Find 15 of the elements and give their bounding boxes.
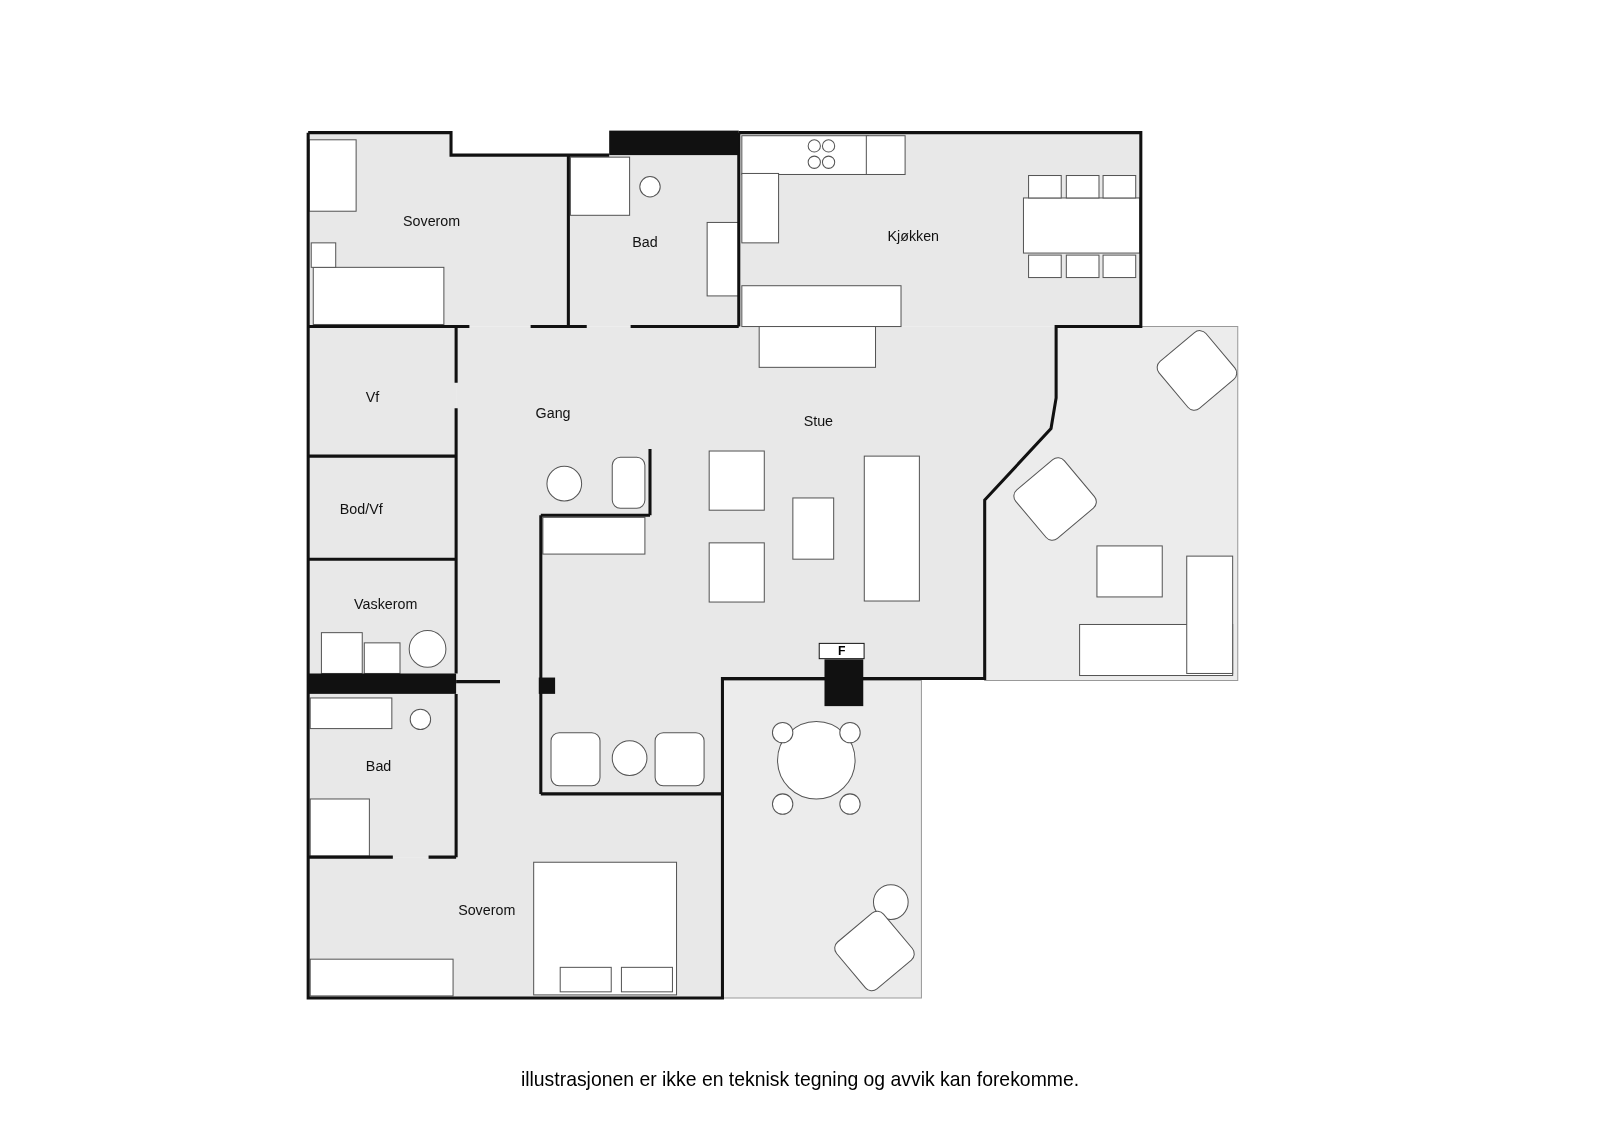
room-name: Bad xyxy=(365,758,392,775)
room-name: Soverom xyxy=(458,902,516,919)
room-name: Kjøkken xyxy=(887,227,940,244)
room-name: Bad xyxy=(632,233,658,250)
room-name: Vf xyxy=(365,388,380,406)
room-name: Soverom xyxy=(403,212,461,229)
room-name: Vaskerom xyxy=(354,595,418,613)
room-name: Stue xyxy=(803,412,834,429)
fireplace-label: F xyxy=(818,642,865,660)
room-name: Gang xyxy=(535,405,571,422)
room-area xyxy=(456,326,650,794)
caption: illustrasjonen er ikke en teknisk tegning og avvik kan forekomme. xyxy=(520,1068,1080,1091)
room-name: Bod/Vf xyxy=(339,501,383,518)
room-area xyxy=(308,326,457,457)
room-area xyxy=(308,456,457,560)
